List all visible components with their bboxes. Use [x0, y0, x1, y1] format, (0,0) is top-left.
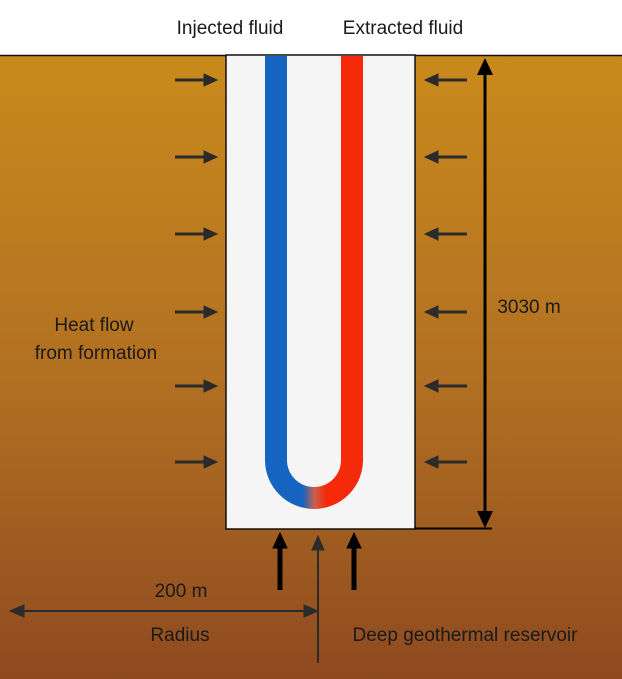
extracted-fluid-label: Extracted fluid [343, 18, 463, 39]
heat-flow-arrow-left [423, 227, 467, 241]
heat-flow-arrows-left [175, 73, 219, 469]
heat-flow-label-line2: from formation [35, 343, 157, 364]
heat-flow-arrow-right [175, 305, 219, 319]
reservoir-arrow-up [272, 531, 288, 590]
radius-value-label: 200 m [155, 581, 208, 602]
heat-flow-arrow-left [423, 455, 467, 469]
depth-label: 3030 m [497, 297, 560, 318]
reservoir-label: Deep geothermal reservoir [353, 625, 579, 646]
heat-flow-arrow-left [423, 73, 467, 87]
injected-fluid-label: Injected fluid [177, 18, 284, 39]
radius-label: Radius [150, 625, 209, 646]
heat-flow-arrow-right [175, 379, 219, 393]
heat-flow-arrow-right [175, 227, 219, 241]
heat-flow-label-line1: Heat flow [54, 315, 133, 336]
reservoir-heat-arrows [272, 531, 362, 590]
heat-flow-arrow-left [423, 379, 467, 393]
heat-flow-arrows-right [423, 73, 467, 469]
depth-dimension-arrow [415, 58, 493, 530]
heat-flow-arrow-right [175, 455, 219, 469]
center-axis-arrow [311, 534, 325, 663]
radius-dimension-arrow [8, 604, 320, 618]
u-tube-pipe [265, 56, 363, 509]
heat-flow-arrow-left [423, 305, 467, 319]
heat-flow-arrow-right [175, 73, 219, 87]
well-bore [225, 54, 416, 530]
reservoir-arrow-up [346, 531, 362, 590]
heat-flow-arrow-right [175, 150, 219, 164]
heat-flow-arrow-left [423, 150, 467, 164]
